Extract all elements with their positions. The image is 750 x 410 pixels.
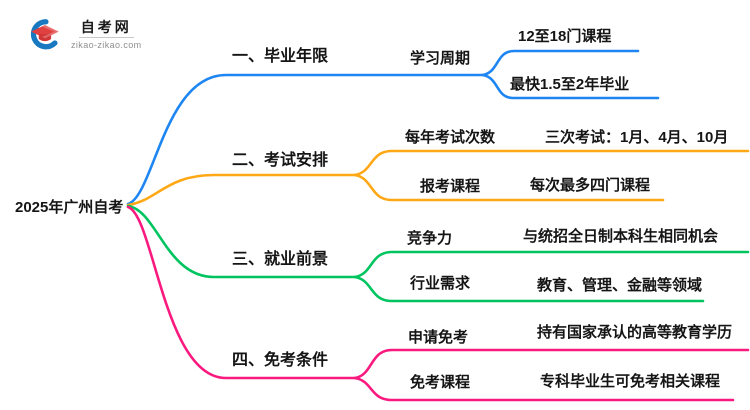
branch-3-lower-line (353, 275, 705, 303)
branch-4-leaf-0-label: 持有国家承认的高等教育学历 (537, 323, 732, 341)
branch-2-child-0-label: 每年考试次数 (405, 128, 496, 146)
branch-exemption-conditions: 四、免考条件 申请免考 持有国家承认的高等教育学历 免考课程 专科毕业生可免考相… (126, 205, 750, 402)
site-logo: 自考网 zikao-zikao.com (26, 18, 142, 52)
branch-4-label: 四、免考条件 (232, 350, 328, 369)
branch-4-spine-line (126, 205, 357, 380)
branch-1-leaf-0-label: 12至18门课程 (518, 27, 611, 45)
branch-2-leaf-1-label: 每次最多四门课程 (530, 176, 650, 194)
branch-1-spine-line (126, 73, 485, 206)
branch-4-lower-line (353, 376, 735, 402)
branch-2-lower-line (353, 173, 665, 202)
root-node: 2025年广州自考 (15, 198, 123, 216)
branch-3-upper-line (353, 250, 750, 279)
branch-1-lower-line (481, 73, 660, 100)
branch-1-child-label: 学习周期 (410, 49, 470, 67)
branch-2-spine-line (126, 173, 357, 207)
branch-2-child-1-label: 报考课程 (420, 177, 480, 195)
graduation-cap-icon (30, 19, 59, 50)
branch-2-leaf-0-label: 三次考试：1月、4月、10月 (545, 128, 728, 146)
branch-4-leaf-1-label: 专科毕业生可免考相关课程 (540, 372, 720, 390)
logo-domain: zikao-zikao.com (71, 40, 142, 51)
branch-graduation-years: 一、毕业年限 学习周期 12至18门课程 最快1.5至2年毕业 (126, 27, 660, 206)
branch-3-leaf-1-label: 教育、管理、金融等领域 (536, 276, 702, 294)
branch-2-label: 二、考试安排 (232, 150, 328, 169)
logo-title: 自考网 (78, 19, 134, 39)
branch-3-label: 三、就业前景 (232, 249, 328, 268)
branch-4-child-0-label: 申请免考 (408, 328, 468, 346)
branch-3-spine-line (126, 204, 357, 279)
branch-1-leaf-1-label: 最快1.5至2年毕业 (510, 75, 629, 93)
branch-3-child-1-label: 行业需求 (409, 274, 471, 292)
branch-4-upper-line (353, 348, 750, 380)
branch-exam-schedule: 二、考试安排 每年考试次数 三次考试：1月、4月、10月 报考课程 每次最多四门… (126, 128, 750, 207)
branch-2-upper-line (353, 149, 750, 177)
branch-1-label: 一、毕业年限 (232, 46, 329, 65)
branch-job-prospects: 三、就业前景 竞争力 与统招全日制本科生相同机会 行业需求 教育、管理、金融等领… (126, 204, 750, 303)
branch-4-child-1-label: 免考课程 (410, 373, 470, 391)
branch-1-upper-line (481, 49, 640, 77)
branch-3-child-0-label: 竞争力 (407, 229, 452, 247)
branch-3-leaf-0-label: 与统招全日制本科生相同机会 (523, 227, 718, 245)
